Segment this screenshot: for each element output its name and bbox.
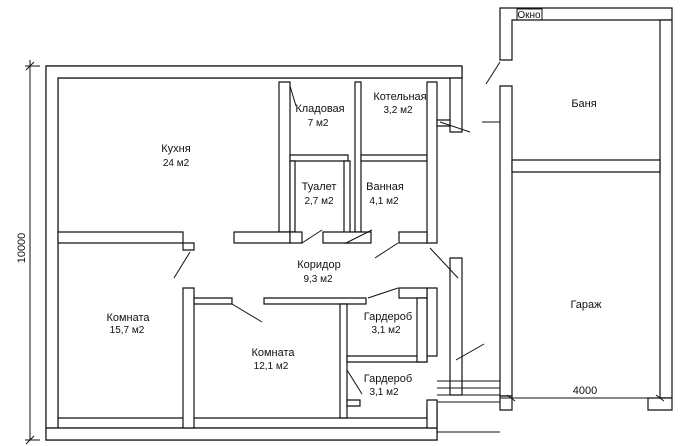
room-area: 4,1 м2 xyxy=(369,196,399,207)
room-name: Гардероб xyxy=(364,311,412,323)
room-toilet: Туалет 2,7 м2 xyxy=(302,181,337,207)
room-bathroom: Ванная 4,1 м2 xyxy=(366,181,404,207)
room-area: 3,1 м2 xyxy=(371,325,401,336)
room-area: 9,3 м2 xyxy=(303,274,333,285)
room-bedroom-1: Комната 15,7 м2 xyxy=(106,312,150,336)
room-name: Ванная xyxy=(366,181,404,193)
room-name: Туалет xyxy=(302,181,337,193)
room-corridor: Коридор 9,3 м2 xyxy=(297,259,340,285)
window-label: Окно xyxy=(517,10,541,21)
room-name: Кладовая xyxy=(295,103,344,115)
room-name: Гардероб xyxy=(364,373,412,385)
room-area: 7 м2 xyxy=(308,118,329,129)
room-bedroom-2: Комната 12,1 м2 xyxy=(251,347,295,372)
room-area: 3,2 м2 xyxy=(383,105,413,116)
room-name: Котельная xyxy=(373,91,426,103)
room-area: 12,1 м2 xyxy=(254,361,289,372)
house-walls xyxy=(45,65,463,441)
height-dimension-label: 10000 xyxy=(16,233,28,264)
dimension-height: 10000 xyxy=(16,60,40,445)
outbuilding-walls xyxy=(437,7,673,411)
room-boiler: Котельная 3,2 м2 xyxy=(373,91,426,116)
room-garage: Гараж xyxy=(570,299,602,311)
garage-width-label: 4000 xyxy=(573,385,597,397)
room-wardrobe-2: Гардероб 3,1 м2 xyxy=(364,373,412,398)
room-name: Гараж xyxy=(570,299,602,311)
room-name: Коридор xyxy=(297,259,340,271)
room-name: Комната xyxy=(251,347,295,359)
room-pantry: Кладовая 7 м2 xyxy=(295,103,344,129)
room-name: Баня xyxy=(571,98,596,110)
room-name: Комната xyxy=(106,312,150,324)
room-area: 3,1 м2 xyxy=(369,387,399,398)
room-wardrobe-1: Гардероб 3,1 м2 xyxy=(364,311,412,336)
room-kitchen: Кухня 24 м2 xyxy=(161,143,190,169)
room-name: Кухня xyxy=(161,143,190,155)
room-banya: Баня xyxy=(571,98,596,110)
door-swings xyxy=(173,61,501,395)
window-mark xyxy=(516,8,543,21)
dimension-garage-width: 4000 xyxy=(437,385,672,433)
room-area: 24 м2 xyxy=(163,158,190,169)
room-area: 2,7 м2 xyxy=(304,196,334,207)
room-area: 15,7 м2 xyxy=(110,325,145,336)
